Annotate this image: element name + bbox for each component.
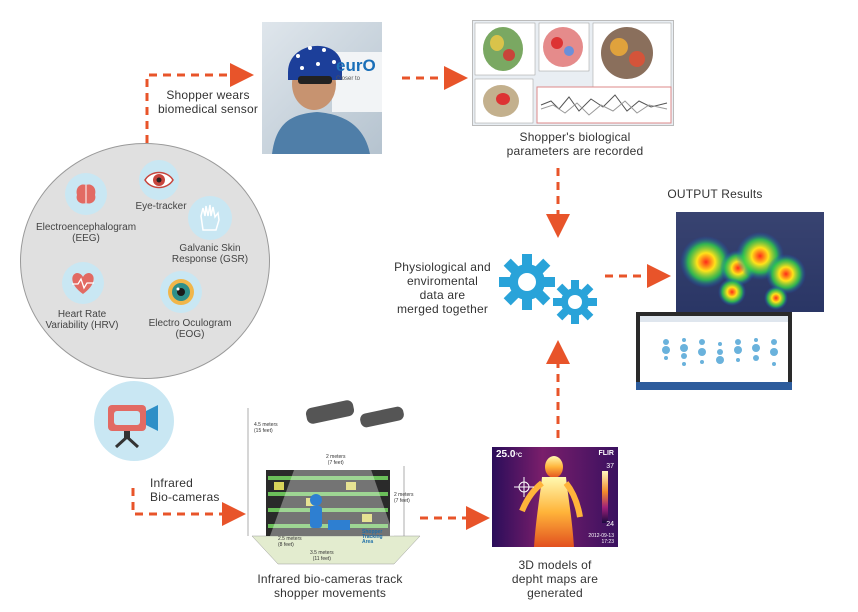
label-physio-merged: Physiological and enviromental data are … [394, 260, 491, 316]
heart-icon [72, 273, 94, 294]
gsr-icon [188, 196, 232, 240]
store-depth-large: 3.5 meters (11 feet) [310, 550, 334, 562]
video-camera-icon [108, 405, 158, 449]
label-eeg: Electroencephalogram (EEG) [35, 222, 137, 244]
store-width-mid: 2 meters (7 feet) [326, 454, 346, 466]
label-shopper-wears: Shopper wears biomedical sensor [157, 88, 259, 116]
label-eye-tracker: Eye-tracker [135, 201, 187, 212]
thermal-scale-max: 37 [606, 463, 614, 470]
eye-tracker-icon [139, 160, 179, 200]
thermal-brand: FLIR [598, 450, 614, 457]
store-height-right: 2 meters (7 feet) [394, 492, 414, 504]
label-eog: Electro Oculogram (EOG) [148, 318, 232, 340]
label-output-results: OUTPUT Results [667, 187, 763, 201]
eye-closeup-icon [168, 279, 194, 305]
heatmap-illustration [676, 212, 824, 312]
brain-icon [76, 184, 96, 204]
gears-icon [499, 254, 597, 324]
store-tracking-diagram: 4.5 meters (15 feet) 2 meters (7 feet) 2… [244, 396, 434, 566]
store-height-top: 4.5 meters (15 feet) [254, 422, 278, 434]
neuro-sign: eurO Closer to [336, 56, 376, 82]
label-gsr: Galvanic Skin Response (GSR) [171, 243, 249, 265]
brain-maps-illustration [474, 22, 672, 124]
thermal-temp-readout: 25.0°C [496, 449, 523, 460]
store-shelf-illustration [247, 400, 421, 565]
hand-icon [200, 204, 220, 231]
thermal-scale-min: 24 [606, 521, 614, 528]
shopper-sensor-photo: eurO Closer to [262, 22, 382, 154]
thermal-illustration [514, 456, 608, 547]
thermal-datetime: 2012-09-13 17:23 [588, 533, 614, 545]
eye-icon [144, 171, 174, 189]
label-hrv: Heart Rate Variability (HRV) [45, 309, 119, 331]
thermal-depth-image: 25.0°C FLIR 37 24 2012-09-13 17:23 [492, 447, 618, 547]
store-depth-small: 2.5 meters (8 feet) [278, 536, 302, 548]
hrv-icon [62, 262, 104, 304]
label-biocam-track: Infrared bio-cameras track shopper movem… [257, 572, 403, 600]
dashboard-illustration [636, 316, 792, 390]
eog-icon [160, 271, 202, 313]
infrared-camera-icon [94, 381, 174, 461]
analytics-dashboard-screenshot [636, 312, 792, 390]
brain-maps-screenshot [472, 20, 674, 126]
label-bio-recorded: Shopper's biological parameters are reco… [506, 130, 644, 158]
heatmap-store-photo [676, 212, 824, 312]
eeg-icon [65, 173, 107, 215]
label-infrared-biocam: Infrared Bio-cameras [150, 476, 220, 504]
label-depth-maps: 3D models of depht maps are generated [511, 558, 599, 600]
store-tracking-area: Shopper Tracking Area [362, 529, 383, 545]
shopper-illustration [272, 45, 382, 154]
